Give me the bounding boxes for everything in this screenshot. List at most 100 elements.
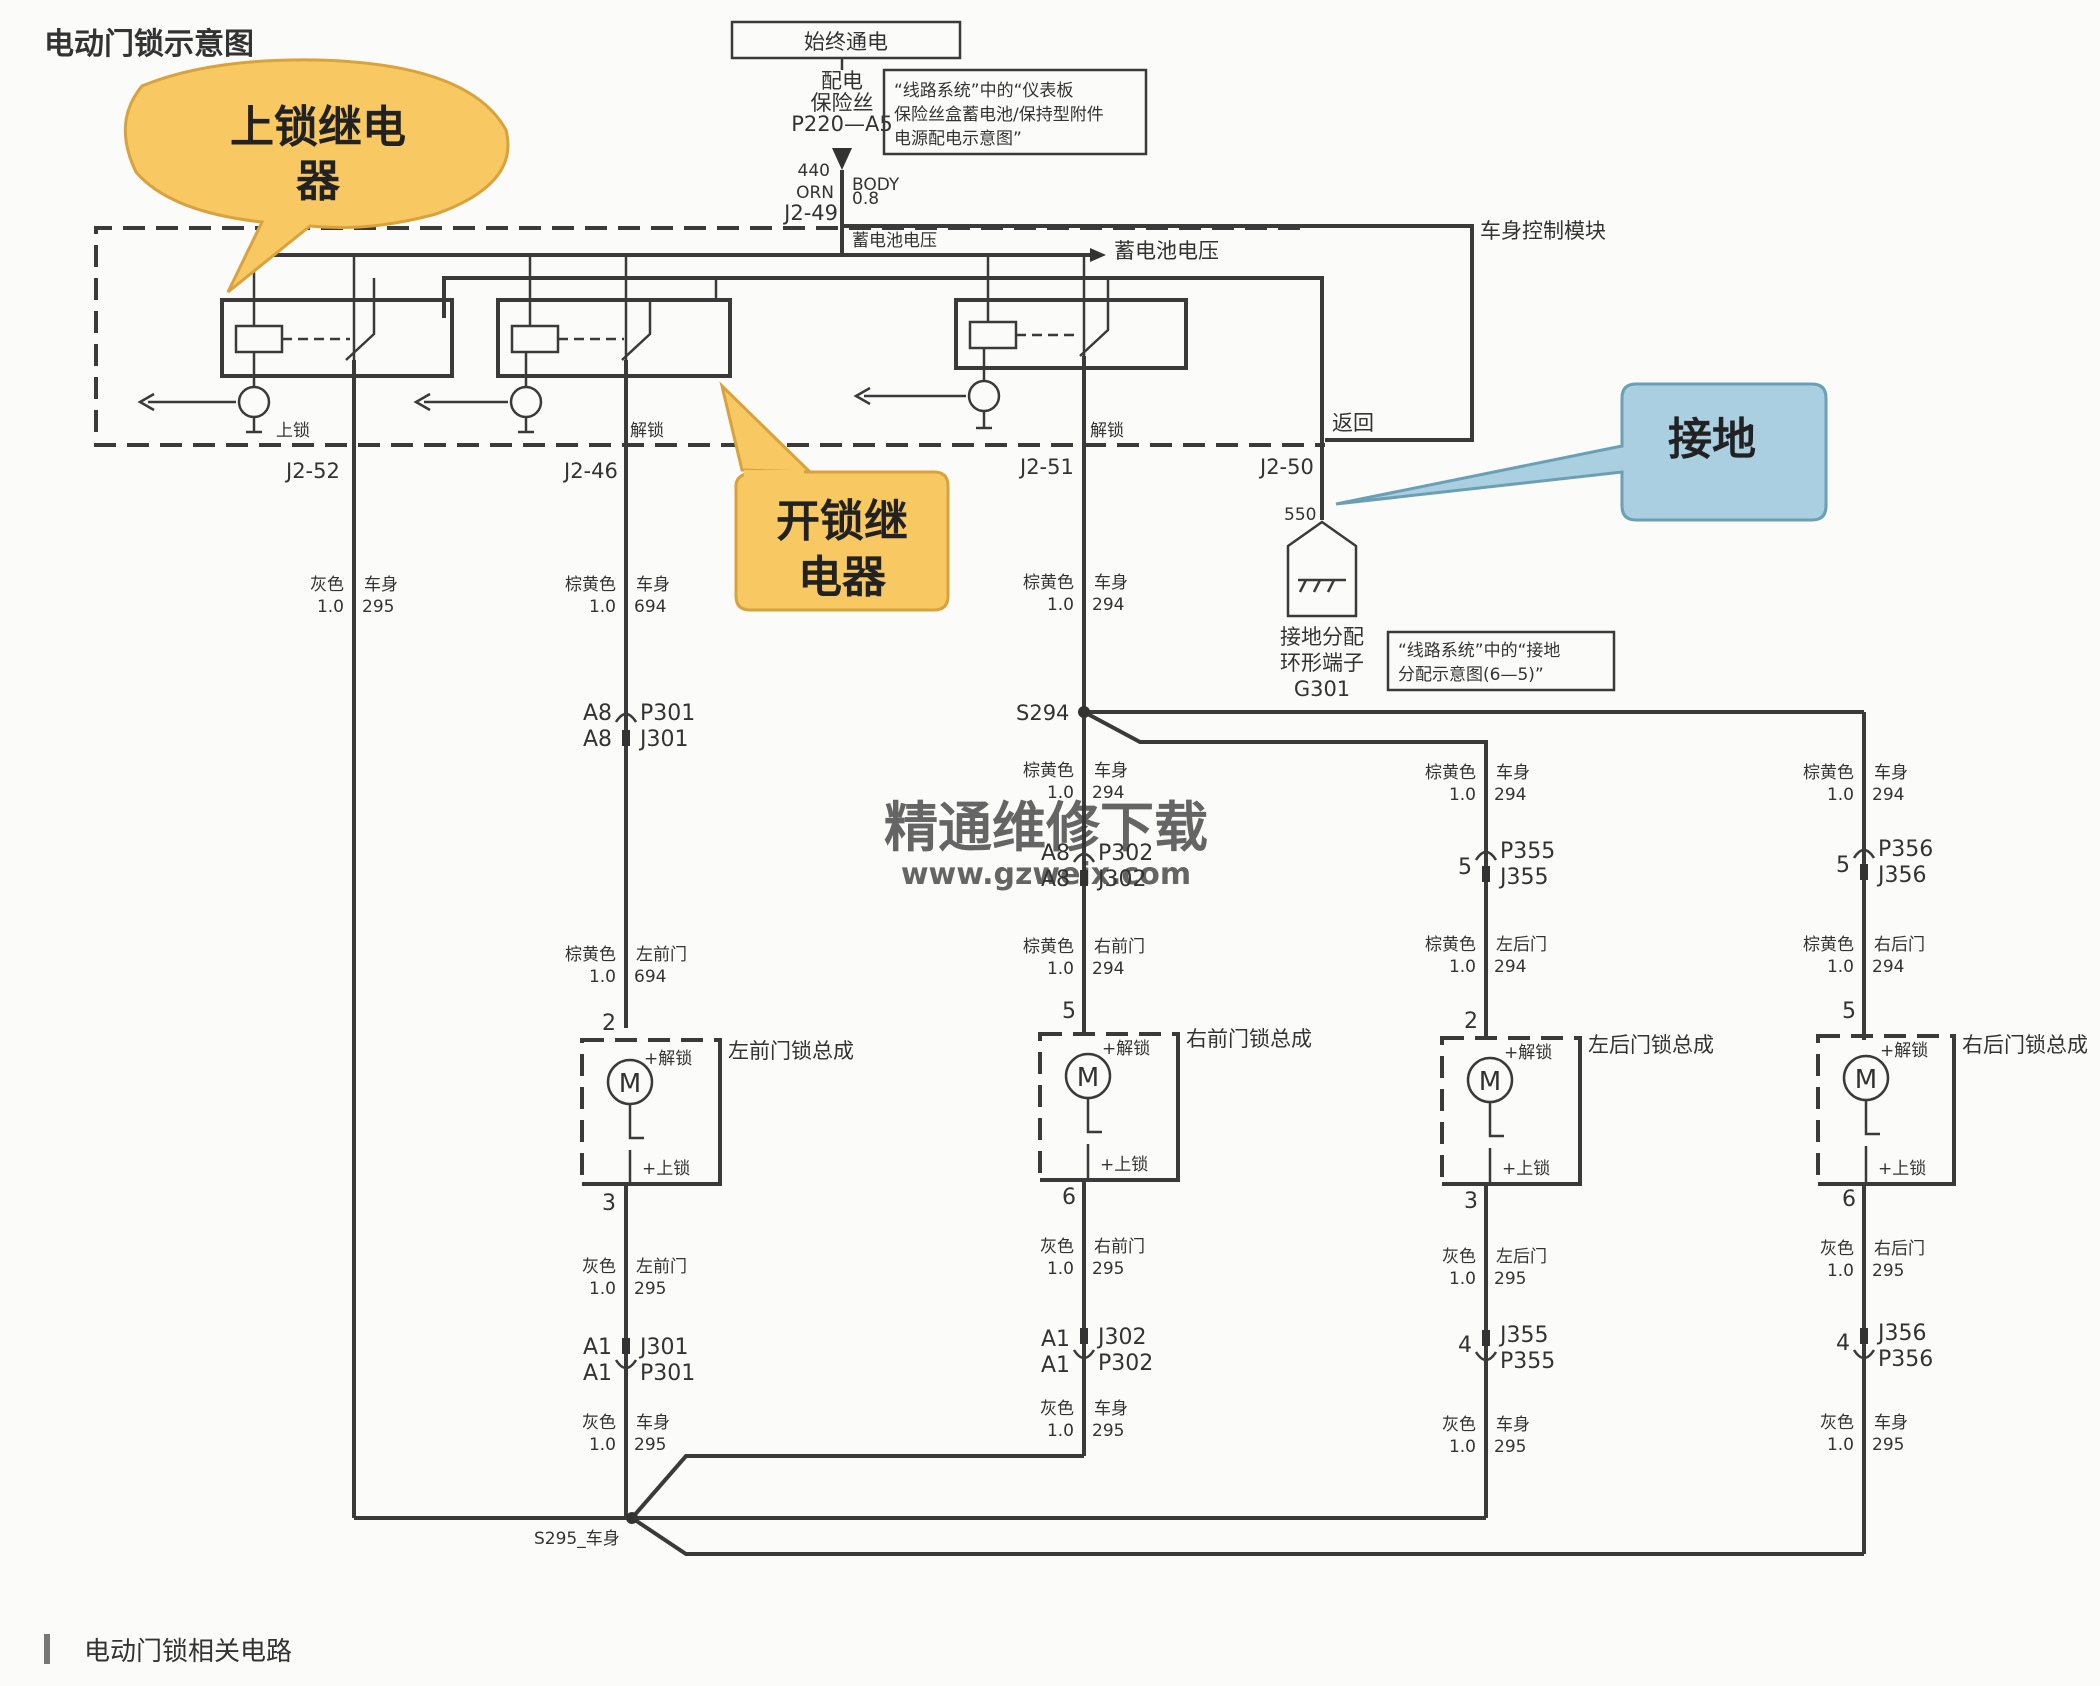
wl-294-color: 棕黄色 (1023, 573, 1074, 593)
conn-p355-top: P355 (1500, 839, 1555, 864)
wl-lr-294a-loc: 车身 (1496, 763, 1530, 783)
conn-j302-bot: J302 (1096, 1325, 1146, 1350)
rf-unlock-label: +解锁 (1102, 1039, 1150, 1059)
bcm-outline-dashed (94, 226, 1325, 447)
wl-lr-295a-circuit: 295 (1494, 1269, 1526, 1289)
conn-p302-top: P302 (1098, 841, 1153, 866)
body-control-module: 车身控制模块 蓄电池电压 蓄电池电压 返回 上锁 (94, 219, 1606, 483)
wl-rf-294b-circuit: 294 (1092, 959, 1124, 979)
lr-pin-2: 2 (1464, 1009, 1478, 1034)
watermark: 精通维修下载 www.gzweix.com (884, 796, 1208, 892)
rf-motor-label: M (1077, 1063, 1099, 1093)
watermark-line-1: 精通维修下载 (884, 796, 1208, 859)
wl-rf-295b-loc: 车身 (1094, 1399, 1128, 1419)
fuse-terminal-icon (832, 148, 852, 170)
conn-p301-top: P301 (640, 701, 695, 726)
lock-relay-bubble (123, 58, 510, 294)
wl-rf-294a-circuit: 294 (1092, 783, 1124, 803)
conn-p302-top-icon (1072, 852, 1096, 863)
s295-label: S295_车身 (534, 1529, 620, 1549)
wl-rr-294a-circuit: 294 (1872, 785, 1904, 805)
conn-j301-top-icon (622, 730, 630, 746)
power-circuit: 440 (798, 161, 830, 181)
unlock-relay-pointer (719, 381, 814, 474)
wl-lf-694b-circuit: 694 (634, 967, 666, 987)
wl-lr-294b-color: 棕黄色 (1425, 935, 1476, 955)
always-on-label: 始终通电 (804, 30, 888, 54)
unlock-pass-coil (968, 320, 1018, 350)
fuse-note-box (882, 68, 1148, 156)
rf-actuator-title: 右前门锁总成 (1186, 1027, 1312, 1051)
wl-lr-295a-loc: 左后门 (1496, 1247, 1547, 1267)
wl-294-circuit: 294 (1092, 595, 1124, 615)
fuse-note-3: 电源配电示意图” (894, 129, 1022, 149)
connectors: A8 A8 P301 J301 A8 A8 P302 J302 5 P355 J… (583, 701, 1933, 1386)
caption-marker (44, 1634, 50, 1664)
fuse-label-2: 保险丝 (811, 91, 874, 115)
ground-note-2: 分配示意图(6—5)” (1398, 665, 1544, 685)
wl-rr-295a-loc: 右后门 (1874, 1239, 1925, 1259)
unlock-relay-pointer-mask (744, 470, 804, 478)
pin-j2-51: J2-51 (1018, 455, 1074, 479)
lock-output-label: 上锁 (276, 421, 310, 441)
conn-j302-bot-icon (1080, 1328, 1088, 1344)
ground-id: G301 (1294, 677, 1350, 701)
rr-lock-to-s295 (630, 1516, 1864, 1556)
rf-pin-5: 5 (1062, 999, 1076, 1024)
wl-lf-694b-gauge: 1.0 (589, 967, 616, 987)
bus-label-2: 蓄电池电压 (1114, 239, 1219, 263)
conn-j302-top-icon (1080, 870, 1088, 886)
rr-actuator-title: 右后门锁总成 (1962, 1033, 2088, 1057)
rf-switch-icon (1086, 1098, 1102, 1180)
ground-note-1: “线路系统”中的“接地 (1398, 641, 1560, 661)
lf-switch-icon (628, 1104, 644, 1184)
bus-label-1: 蓄电池电压 (852, 231, 937, 251)
wl-lr-295a-color: 灰色 (1442, 1247, 1476, 1267)
wl-lr-295a-gauge: 1.0 (1449, 1269, 1476, 1289)
conn-j301-top: J301 (638, 727, 688, 752)
ground-terminal-icon (1286, 520, 1358, 618)
conn-j301-bot: J301 (638, 1335, 688, 1360)
s294-splice-dot (1078, 706, 1090, 718)
ground-line-1: 接地分配 (1280, 625, 1364, 649)
conn-p356-bot-icon (1852, 1349, 1876, 1360)
unlock-driver-contact (621, 300, 652, 361)
wl-rf-294b-color: 棕黄色 (1023, 937, 1074, 957)
wire-labels: 灰色 车身 1.0 295 棕黄色 车身 1.0 694 棕黄色 车身 1.0 … (310, 573, 1925, 1457)
wl-lf-295a-circuit: 295 (634, 1279, 666, 1299)
conn-j356-top: J356 (1876, 863, 1926, 888)
conn-p355-bot: P355 (1500, 1349, 1555, 1374)
unlock-relay-bubble (734, 470, 950, 612)
wl-rr-295a-color: 灰色 (1820, 1239, 1854, 1259)
conn-p301-top-icon (614, 712, 638, 723)
lock-transistor-icon (237, 385, 271, 419)
wl-lr-295b-loc: 车身 (1496, 1415, 1530, 1435)
wl-295-color: 灰色 (310, 575, 344, 595)
conn-p355-bot-icon (1474, 1351, 1498, 1362)
bus-arrow-icon (1090, 248, 1106, 262)
lock-relay-contact (345, 300, 376, 361)
rr-switch-icon (1864, 1100, 1880, 1184)
lf-pin-3: 3 (602, 1191, 616, 1216)
conn-p355-top-icon (1474, 850, 1498, 861)
lf-lock-label: +上锁 (642, 1159, 690, 1179)
rr-pin-6: 6 (1842, 1187, 1856, 1212)
harness-wires: S295_车身 S294 (352, 356, 1866, 1556)
conn-a8-j301: A8 (583, 727, 612, 752)
conn-a1-j301: A1 (583, 1335, 612, 1360)
wl-rf-294a-loc: 车身 (1094, 761, 1128, 781)
ground-callout: 接地 (1668, 414, 1756, 465)
ground-g301: 550 接地分配 环形端子 G301 “线路系统”中的“接地 分配示意图(6—5… (1280, 505, 1616, 701)
power-color: ORN (796, 183, 834, 203)
wl-rr-294a-loc: 车身 (1874, 763, 1908, 783)
unlock-output-label-1: 解锁 (630, 421, 664, 441)
rr-unlock-label: +解锁 (1880, 1041, 1928, 1061)
rf-pin-6: 6 (1062, 1185, 1076, 1210)
wl-rr-294b-circuit: 294 (1872, 957, 1904, 977)
lr-unlock-wire (1083, 710, 1488, 1040)
wl-rf-295a-circuit: 295 (1092, 1259, 1124, 1279)
actuator-rr: M +解锁 +上锁 5 6 右后门锁总成 (1816, 999, 2088, 1212)
callout-lock-relay: 上锁继电 器 (123, 58, 510, 294)
wl-295-gauge: 1.0 (317, 597, 344, 617)
